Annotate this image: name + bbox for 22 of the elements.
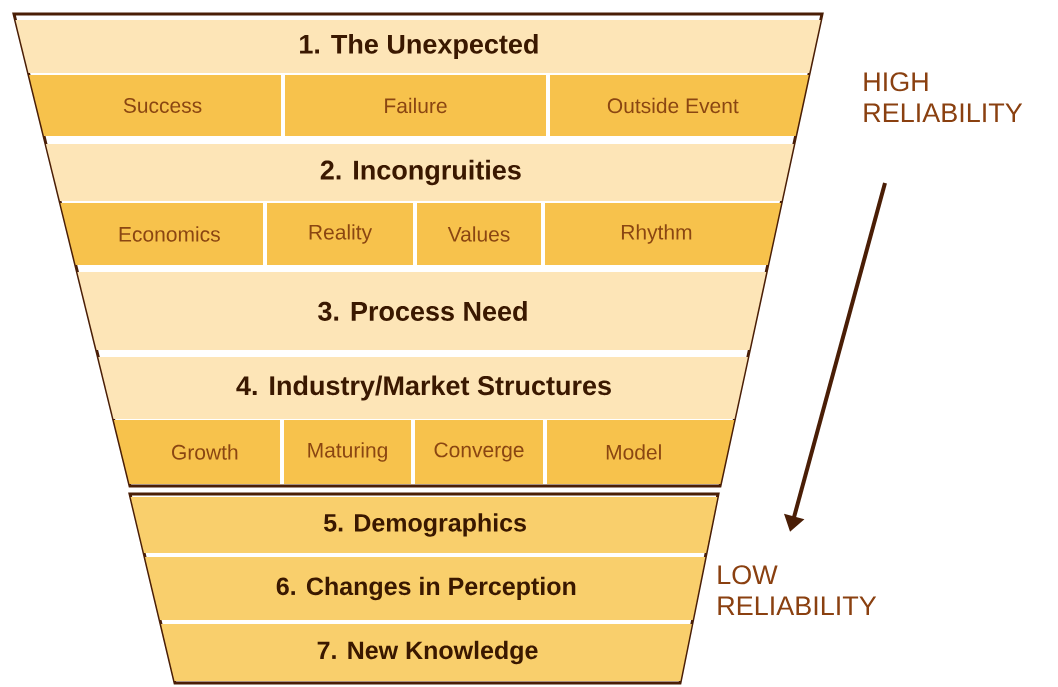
category-cell: Economics	[60, 203, 263, 265]
category-cell: Rhythm	[545, 203, 782, 265]
category-cell: Maturing	[284, 420, 411, 484]
category-cell: Success	[29, 75, 281, 136]
band-heading: 3. Process Need	[77, 272, 767, 350]
funnel-section	[128, 492, 720, 685]
band-heading: 1. The Unexpected	[15, 20, 821, 73]
category-cell: Failure	[285, 75, 546, 136]
band-heading: 7. New Knowledge	[161, 624, 692, 681]
category-cell: Converge	[415, 420, 543, 484]
side-label: LOW RELIABILITY	[718, 565, 877, 616]
category-cell: Growth	[113, 420, 280, 484]
category-cell: Values	[417, 203, 541, 265]
band-heading: 2. Incongruities	[45, 144, 794, 201]
band-heading: 5. Demographics	[130, 497, 718, 553]
band-heading: 6. Changes in Perception	[145, 557, 706, 620]
category-cell: Outside Event	[550, 75, 809, 136]
category-cell: Reality	[267, 203, 413, 265]
band-heading: 4. Industry/Market Structures	[98, 357, 748, 419]
category-cell: Model	[547, 420, 735, 484]
side-label: HIGH RELIABILITY	[864, 72, 1023, 123]
funnel-section	[12, 12, 824, 488]
